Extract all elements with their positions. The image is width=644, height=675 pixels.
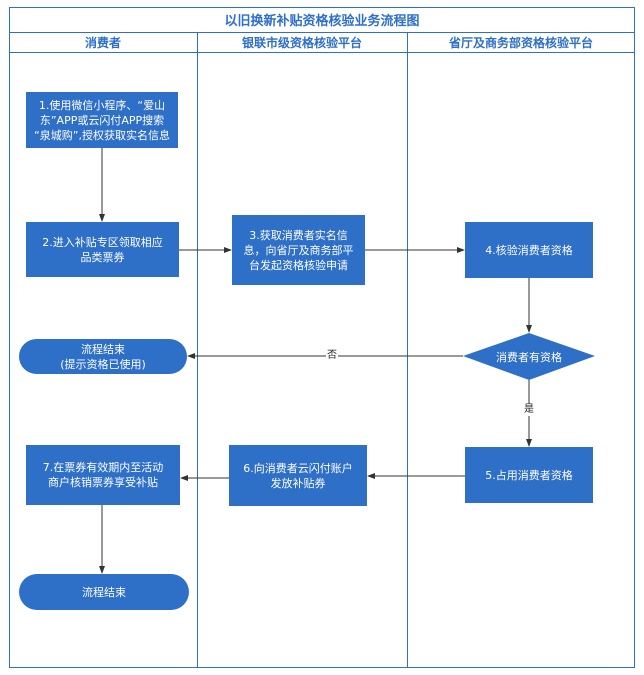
step4-line: 4.核验消费者资格 — [485, 243, 573, 257]
step5-box: 5.占用消费者资格 — [465, 447, 593, 503]
step5-line: 5.占用消费者资格 — [485, 468, 573, 482]
end-used-terminator: 流程结束 (提示资格已使用) — [19, 339, 187, 374]
lane-header-consumer: 消费者 — [9, 33, 197, 53]
decision-label: 消费者有资格 — [496, 350, 562, 364]
end-line: 流程结束 — [82, 585, 126, 599]
step1-line: 东”APP或云闪付APP搜索 — [39, 113, 165, 127]
step1-line: “泉城购”,授权获取实名信息 — [34, 128, 170, 142]
step6-line: 发放补贴券 — [270, 476, 326, 490]
step6-line: 6.向消费者云闪付账户 — [243, 461, 353, 475]
step4-box: 4.核验消费者资格 — [465, 222, 593, 278]
step2-line: 品类票券 — [80, 250, 125, 264]
step3-line: 息，向省厅及商务部平 — [243, 243, 354, 257]
step2-box: 2.进入补贴专区领取相应 品类票券 — [26, 222, 179, 277]
step3-line: 台发起资格核验申请 — [249, 258, 348, 272]
edge-label-yes: 是 — [523, 404, 535, 416]
end-used-line: 流程结束 — [81, 342, 125, 356]
end-terminator: 流程结束 — [19, 574, 189, 610]
lane-header-unionpay-platform: 银联市级资格核验平台 — [197, 33, 407, 53]
lane-header-provincial-platform: 省厅及商务部资格核验平台 — [407, 33, 635, 53]
lane-divider-2 — [407, 33, 408, 668]
step7-box: 7.在票券有效期内至活动 商户核销票券享受补贴 — [26, 445, 180, 505]
diagram-frame — [9, 7, 635, 668]
step2-line: 2.进入补贴专区领取相应 — [42, 235, 163, 249]
step3-box: 3.获取消费者实名信 息，向省厅及商务部平 台发起资格核验申请 — [232, 215, 365, 285]
diagram-title: 以旧换新补贴资格核验业务流程图 — [9, 7, 635, 33]
step7-line: 商户核销票券享受补贴 — [48, 476, 158, 489]
step1-box: 1.使用微信小程序、“爱山 东”APP或云闪付APP搜索 “泉城购”,授权获取实… — [26, 92, 178, 148]
step1-line: 1.使用微信小程序、“爱山 — [38, 98, 166, 112]
step7-line: 7.在票券有效期内至活动 — [42, 461, 164, 474]
lane-divider-1 — [197, 33, 198, 668]
edge-label-no: 否 — [326, 350, 338, 362]
end-used-line: (提示资格已使用) — [60, 357, 146, 371]
step3-line: 3.获取消费者实名信 — [249, 228, 348, 242]
step6-box: 6.向消费者云闪付账户 发放补贴券 — [229, 445, 367, 506]
